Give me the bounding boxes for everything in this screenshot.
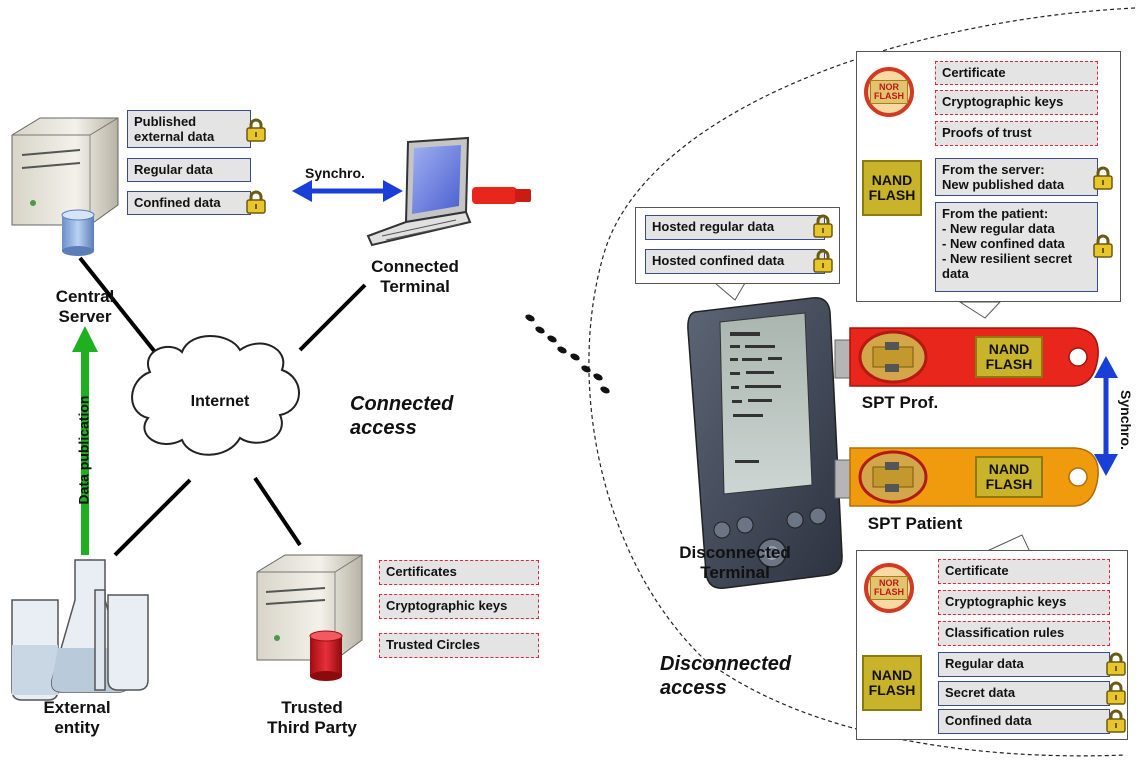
nand-flash-chip: NAND FLASH: [862, 655, 922, 711]
lock-icon: [1106, 652, 1126, 676]
prof-nor-label: Cryptographic keys: [942, 94, 1064, 109]
nor-flash-chip: NOR FLASH: [864, 563, 914, 613]
lock-icon: [246, 118, 266, 142]
sync-arrow-horizontal: [292, 180, 403, 202]
sync-arrow-vertical: [1094, 356, 1118, 476]
terminal-data-regular: Hosted regular data: [645, 215, 825, 240]
patient-nand-regular: Regular data: [938, 652, 1110, 677]
ttp-data-circles: Trusted Circles: [379, 633, 539, 658]
nor-flash-chip: NOR FLASH: [864, 67, 914, 117]
server-icon: [256, 554, 363, 681]
footprints-icon: [525, 314, 610, 394]
ttp-data-keys: Cryptographic keys: [379, 594, 539, 619]
server-data-published: Published external data: [127, 110, 251, 148]
nand-flash-chip: NAND FLASH: [862, 160, 922, 216]
server-icon: [11, 117, 119, 256]
central-server-label: Central Server: [55, 287, 115, 326]
patient-nand-secret: Secret data: [938, 681, 1110, 706]
patient-nand-confined: Confined data: [938, 709, 1110, 734]
ttp-data-certificates: Certificates: [379, 560, 539, 585]
prof-nand-patient: From the patient: - New regular data - N…: [935, 202, 1098, 292]
data-publication-label: Data publication: [75, 395, 92, 505]
ttp-data-label: Trusted Circles: [386, 637, 480, 652]
disconnected-terminal-label: Disconnected Terminal: [679, 543, 791, 582]
internet-label: Internet: [190, 393, 250, 410]
lock-icon: [246, 190, 266, 214]
synchro-right-label: Synchro.: [1118, 390, 1134, 450]
server-data-regular: Regular data: [127, 158, 251, 182]
laptop-icon: [366, 136, 531, 247]
patient-nor-rules: Classification rules: [938, 621, 1110, 646]
prof-nor-label: Certificate: [942, 65, 1006, 80]
server-data-label: Confined data: [134, 195, 221, 210]
patient-nand-label: Secret data: [945, 685, 1016, 700]
patient-nor-label: Certificate: [945, 563, 1009, 578]
external-entity-label: External entity: [43, 698, 111, 737]
prof-nand-server: From the server: New published data: [935, 158, 1098, 196]
ttp-data-label: Cryptographic keys: [386, 598, 508, 613]
terminal-data-label: Hosted confined data: [652, 253, 785, 268]
usb-key-icon: [834, 327, 1099, 387]
server-data-confined: Confined data: [127, 191, 251, 215]
patient-nand-label: Regular data: [945, 656, 1024, 671]
patient-nor-label: Cryptographic keys: [945, 594, 1067, 609]
spt-patient-label: SPT Patient: [867, 514, 963, 533]
pda-icon: [687, 297, 843, 589]
spt-prof-nand-chip: NAND FLASH: [975, 336, 1043, 378]
nor-flash-label: NOR FLASH: [870, 80, 908, 104]
prof-nor-label: Proofs of trust: [942, 125, 1032, 140]
patient-nand-label: Confined data: [945, 713, 1032, 728]
prof-nor-certificate: Certificate: [935, 61, 1098, 85]
spt-patient-nand-chip: NAND FLASH: [975, 456, 1043, 498]
prof-nor-proofs: Proofs of trust: [935, 121, 1098, 146]
spt-prof-label: SPT Prof.: [861, 393, 939, 412]
patient-nor-certificate: Certificate: [938, 559, 1110, 584]
nor-flash-label: NOR FLASH: [870, 576, 908, 600]
lab-glassware-icon: [11, 559, 149, 701]
prof-nand-label: From the patient: - New regular data - N…: [942, 206, 1073, 281]
ttp-data-label: Certificates: [386, 564, 457, 579]
connected-access-label: Connected access: [350, 393, 454, 439]
terminal-data-label: Hosted regular data: [652, 219, 775, 234]
prof-nor-keys: Cryptographic keys: [935, 90, 1098, 115]
terminal-data-confined: Hosted confined data: [645, 249, 825, 274]
patient-nor-keys: Cryptographic keys: [938, 590, 1110, 615]
disconnected-access-label: Disconnected access: [660, 653, 792, 699]
data-publication-arrow: [72, 326, 98, 555]
lock-icon: [813, 214, 833, 238]
server-data-label: Published external data: [134, 114, 215, 144]
lock-icon: [1093, 166, 1113, 190]
cloud-icon: [131, 335, 300, 456]
connected-terminal-label: Connected Terminal: [371, 257, 459, 296]
terminal-callout-pointer: [713, 282, 746, 301]
lock-icon: [1093, 234, 1113, 258]
server-data-label: Regular data: [134, 162, 213, 177]
usb-key-icon: [834, 447, 1099, 507]
network-links: [78, 256, 367, 557]
trusted-third-party-label: Trusted Third Party: [267, 698, 357, 737]
lock-icon: [1106, 681, 1126, 705]
prof-nand-label: From the server: New published data: [942, 162, 1065, 192]
lock-icon: [813, 249, 833, 273]
synchro-top-label: Synchro.: [305, 165, 365, 181]
patient-nor-label: Classification rules: [945, 625, 1065, 640]
lock-icon: [1106, 709, 1126, 733]
prof-callout-pointer: [958, 301, 1002, 319]
